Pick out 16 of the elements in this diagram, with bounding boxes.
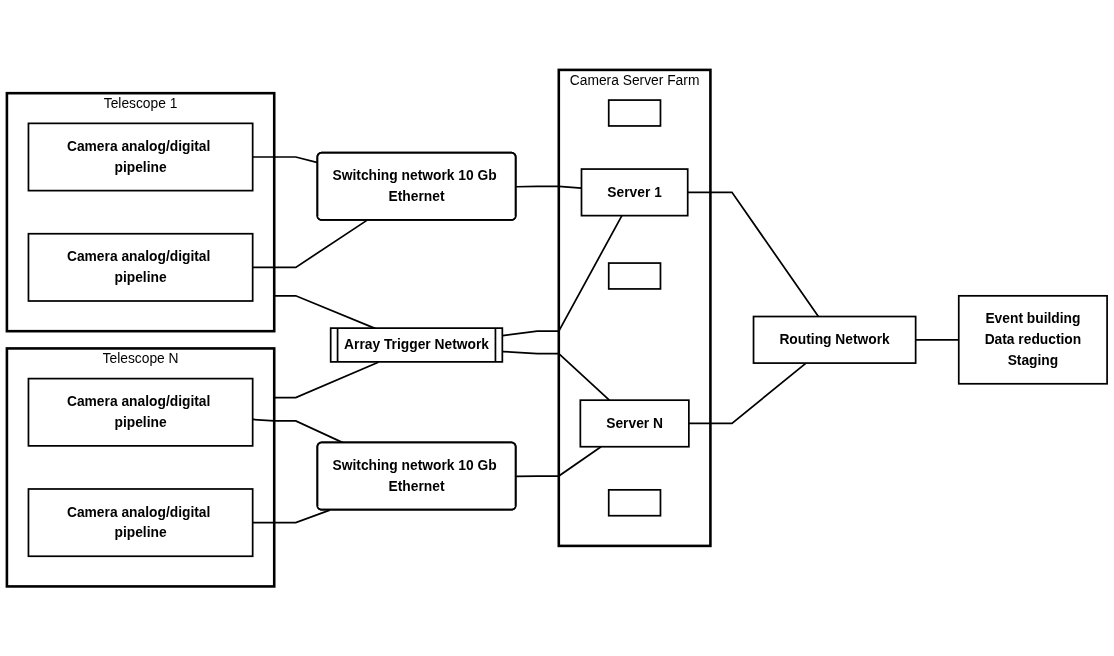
node-box	[607, 262, 662, 290]
connector	[515, 445, 602, 478]
connector	[688, 362, 807, 425]
node-box	[607, 99, 662, 127]
node-box	[607, 488, 662, 517]
connector	[501, 350, 611, 401]
node-box: Camera analog/digital pipeline	[27, 232, 254, 302]
node-box: Camera analog/digital pipeline	[27, 377, 254, 447]
node-box: Camera analog/digital pipeline	[27, 487, 254, 557]
node-box: Server N	[579, 399, 690, 448]
node-box: Routing Network	[752, 315, 917, 364]
node-box: Event building Data reduction Staging	[957, 294, 1108, 385]
connector	[501, 214, 623, 337]
connector	[273, 361, 380, 399]
node-box: Camera analog/digital pipeline	[27, 122, 254, 192]
node-box: Server 1	[580, 168, 689, 217]
